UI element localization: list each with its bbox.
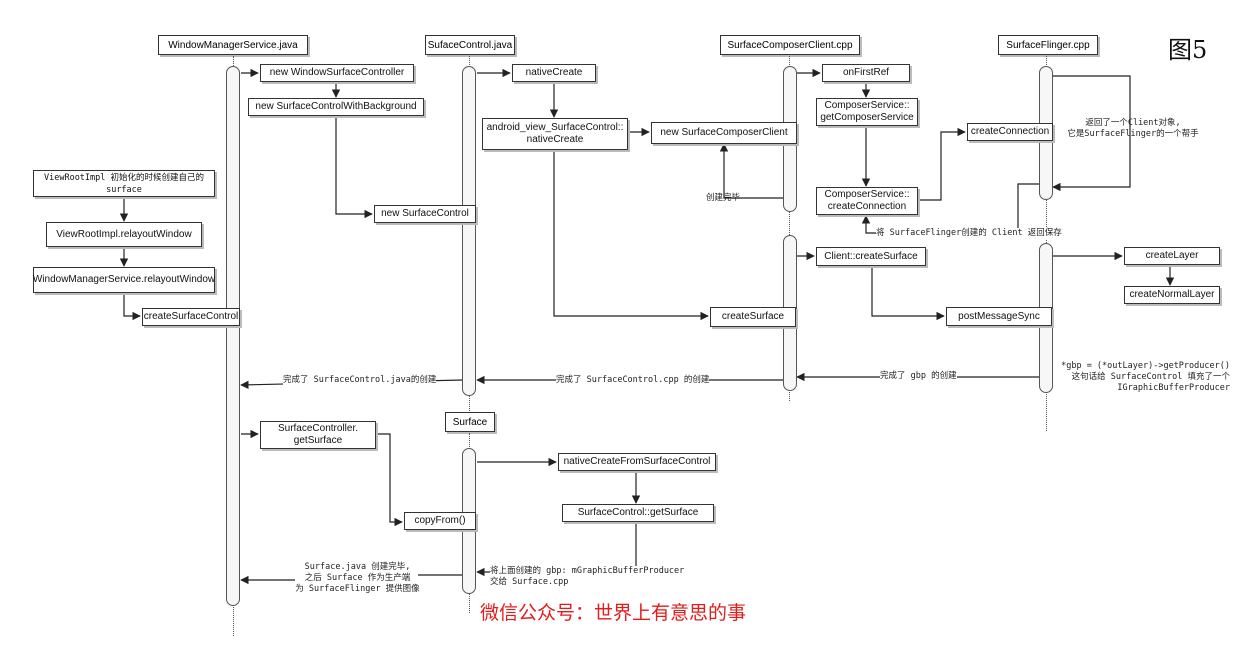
note-gbp-producer: *gbp = (*outLayer)->getProducer() 这句话给 S…	[1061, 361, 1230, 393]
figure-label: 图5	[1168, 36, 1208, 64]
box-viewroot-relayout-window: ViewRootImpl.relayoutWindow	[46, 222, 202, 247]
box-create-surface: createSurface	[710, 307, 796, 327]
box-viewroot-init: ViewRootImpl 初始化的时候创建自己的 surface	[33, 170, 215, 197]
note-surface-java-done: Surface.java 创建完毕, 之后 Surface 作为生产端 为 Su…	[295, 562, 420, 594]
box-create-normal-layer: createNormalLayer	[1124, 286, 1220, 304]
lifeline-header-surface: Surface	[445, 412, 495, 432]
box-native-create: nativeCreate	[512, 64, 596, 82]
box-create-surface-control: createSurfaceControl	[142, 308, 240, 326]
arrow-handover	[477, 522, 676, 572]
box-android-view-surfacecontrol-nativecreate: android_view_SurfaceControl:: nativeCrea…	[482, 118, 628, 150]
box-client-create-surface: Client::createSurface	[816, 247, 926, 266]
box-create-connection: createConnection	[967, 123, 1053, 141]
box-native-create-from-surface-control: nativeCreateFromSurfaceControl	[558, 453, 716, 471]
arrow-scwb-new-sc	[335, 116, 373, 219]
box-composer-service-get: ComposerService:: getComposerService	[816, 98, 918, 126]
activation-wms	[226, 66, 240, 606]
arrow-surface-java-done	[241, 575, 463, 580]
lifeline-header-wms: WindowManagerService.java	[158, 35, 308, 55]
box-wms-relayout-window: WindowManagerService.relayoutWindow	[33, 267, 215, 293]
arrow-create-done	[719, 143, 797, 199]
box-new-surface-control: new SurfaceControl	[374, 205, 476, 223]
lifeline-header-surfaceflinger: SurfaceFlinger.cpp	[998, 35, 1098, 55]
box-create-layer: createLayer	[1124, 247, 1220, 265]
arrow-client-post-msg	[871, 266, 945, 321]
note-return-client: 返回了一个Client对象, 它是SurfaceFlinger的一个帮手	[1067, 118, 1199, 139]
arrow-get-surface-copyfrom	[376, 433, 403, 527]
note-save-client: 将 SurfaceFlinger创建的 Client 返回保存	[876, 228, 1062, 239]
note-surfacecontrol-java-done: 完成了 SurfaceControl.java的创建	[283, 375, 437, 386]
box-surface-controller-get-surface: SurfaceController. getSurface	[260, 421, 376, 449]
lifeline-surfacecomposerclient	[789, 56, 790, 401]
box-new-window-surface-controller: new WindowSurfaceController	[260, 64, 414, 82]
note-surfacecontrol-cpp-done: 完成了 SurfaceControl.cpp 的创建	[556, 375, 710, 386]
note-gbp-done: 完成了 gbp 的创建	[880, 371, 957, 382]
arrow-cscreate-createconn	[916, 127, 966, 201]
arrow-return-client	[1040, 75, 1131, 192]
box-new-surface-composer-client: new SurfaceComposerClient	[651, 122, 797, 144]
box-on-first-ref: onFirstRef	[822, 64, 910, 82]
lifeline-header-surfacecontrol-java: SufaceControl.java	[425, 35, 515, 55]
box-new-surface-control-with-background: new SurfaceControlWithBackground	[248, 98, 424, 116]
watermark: 微信公众号：世界上有意思的事	[480, 602, 747, 624]
activation-surfacecontrol-java	[462, 66, 476, 396]
box-composer-service-create-connection: ComposerService:: createConnection	[816, 187, 918, 215]
box-copy-from: copyFrom()	[404, 512, 476, 530]
arrow-wms-relayout-csc	[123, 293, 141, 321]
lifeline-header-surfacecomposerclient: SurfaceComposerClient.cpp	[720, 35, 860, 55]
note-gbp-handover: 将上面创建的 gbp: mGraphicBufferProducer 交给 Su…	[490, 566, 685, 588]
arrow-android-create-surface	[553, 150, 709, 321]
box-post-message-sync: postMessageSync	[946, 307, 1052, 326]
note-create-done: 创建完毕	[706, 193, 741, 203]
box-surface-control-get-surface: SurfaceControl::getSurface	[562, 504, 714, 522]
